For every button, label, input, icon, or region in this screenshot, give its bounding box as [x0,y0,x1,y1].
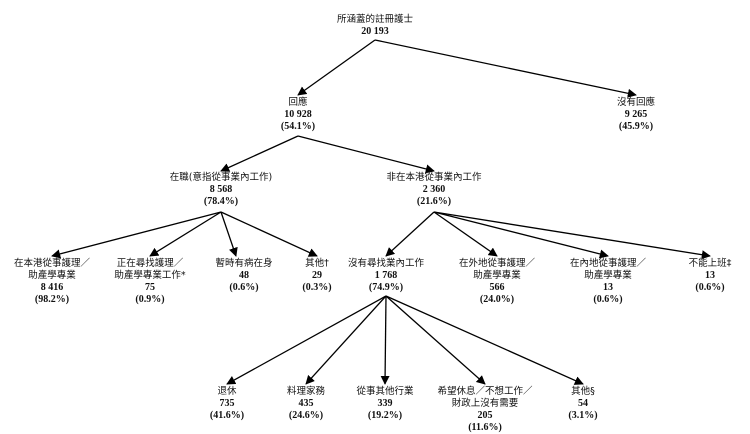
edge-not_seeking-to-rest [385,295,486,385]
node-sick-leave-label: 暫時有病在身 [215,258,273,269]
edge-root-to-responded [297,39,376,96]
node-no-response-label: 沒有回應 [616,97,656,108]
node-others-2: 其他§ 54 (3.1%) [568,386,597,422]
node-not-seeking-count: 1 768 [374,270,398,281]
edge-employed-to-seeking [149,211,222,257]
node-others-2-count: 54 [577,398,588,409]
node-employed-count: 8 568 [209,184,233,195]
node-unable: 不能上班‡ 13 (0.6%) [689,258,732,294]
edge-not_seeking-to-others2 [385,295,584,385]
node-rest-label2: 財政上沒有需要 [451,398,519,409]
node-rest-label1: 希望休息／不想工作／ [437,386,533,397]
node-mainland: 在內地從事護理／ 助產學專業 13 (0.6%) [570,258,646,306]
edge-employed-to-local_nursing [51,211,222,259]
node-sick-leave-count: 48 [238,270,249,281]
node-housework-pct: (24.6%) [288,410,324,421]
node-root: 所涵蓋的註冊護士 20 193 [337,14,413,38]
node-housework-label: 料理家務 [286,386,326,397]
node-responded-count: 10 928 [284,109,312,120]
node-other-industry-label: 從事其他行業 [356,386,414,397]
edge-not_seeking-to-retired [226,295,387,385]
node-seeking-count: 75 [144,282,155,293]
node-not-local-label: 非在本港從事業內工作 [386,172,482,183]
node-not-seeking: 沒有尋找業內工作 1 768 (74.9%) [348,258,424,294]
node-seeking-pct: (0.9%) [135,294,165,305]
node-overseas: 在外地從事護理／ 助產學專業 566 (24.0%) [459,258,535,306]
node-housework: 料理家務 435 (24.6%) [287,386,325,422]
node-others-1: 其他† 29 (0.3%) [302,258,331,294]
node-sick-leave-pct: (0.6%) [229,282,259,293]
node-unable-label: 不能上班‡ [688,258,732,269]
node-rest: 希望休息／不想工作／ 財政上沒有需要 205 (11.6%) [437,386,532,434]
node-local-nursing-label1: 在本港從事護理／ [13,258,91,269]
node-local-nursing-count: 8 416 [40,282,64,293]
node-sick-leave: 暫時有病在身 48 (0.6%) [215,258,272,294]
node-housework-count: 435 [298,398,314,409]
node-others-1-count: 29 [311,270,322,281]
node-unable-pct: (0.6%) [695,282,725,293]
connector-arrows [51,39,711,385]
node-employed-label: 在職(意指從事業內工作) [169,172,273,183]
edge-not_seeking-to-other_industry [380,295,390,385]
node-retired-count: 735 [219,398,235,409]
node-mainland-label1: 在內地從事護理／ [569,258,647,269]
node-not-local: 非在本港從事業內工作 2 360 (21.6%) [386,172,481,208]
node-not-local-pct: (21.6%) [416,196,452,207]
node-no-response-pct: (45.9%) [618,121,654,132]
edge-responded-to-employed [220,135,299,172]
node-employed-pct: (78.4%) [203,196,239,207]
node-responded-label: 回應 [288,97,308,108]
edge-not_local-to-unable [433,211,711,260]
edge-not_local-to-mainland [433,211,609,259]
node-not-seeking-pct: (74.9%) [368,282,404,293]
edge-responded-to-not_local [297,135,435,174]
edge-not_seeking-to-housework [305,295,387,385]
node-rest-pct: (11.6%) [468,422,502,433]
node-seeking: 正在尋找護理／ 助產學專業工作* 75 (0.9%) [114,258,185,306]
node-seeking-label2: 助產學專業工作* [114,270,186,281]
node-mainland-label2: 助產學專業 [584,270,632,281]
node-overseas-count: 566 [489,282,505,293]
node-others-1-label: 其他† [305,258,329,269]
edge-root-to-no_response [374,39,637,98]
node-mainland-pct: (0.6%) [593,294,623,305]
node-employed: 在職(意指從事業內工作) 8 568 (78.4%) [170,172,272,208]
node-local-nursing-pct: (98.2%) [34,294,70,305]
node-seeking-label1: 正在尋找護理／ [116,258,184,269]
node-no-response: 沒有回應 9 265 (45.9%) [617,97,655,133]
node-local-nursing: 在本港從事護理／ 助產學專業 8 416 (98.2%) [14,258,90,306]
edge-not_local-to-not_seeking [385,211,435,257]
node-mainland-count: 13 [602,282,613,293]
node-not-local-count: 2 360 [422,184,446,195]
node-no-response-count: 9 265 [624,109,648,120]
node-rest-count: 205 [477,410,493,421]
node-retired-pct: (41.6%) [209,410,245,421]
node-root-label: 所涵蓋的註冊護士 [336,14,414,25]
node-other-industry-count: 339 [377,398,393,409]
node-unable-count: 13 [704,270,715,281]
node-overseas-pct: (24.0%) [479,294,515,305]
edge-employed-to-others1 [220,211,318,257]
node-responded: 回應 10 928 (54.1%) [281,97,315,133]
node-other-industry: 從事其他行業 339 (19.2%) [356,386,413,422]
node-others-2-pct: (3.1%) [568,410,598,421]
node-overseas-label1: 在外地從事護理／ [458,258,536,269]
node-local-nursing-label2: 助產學專業 [28,270,76,281]
node-retired: 退休 735 (41.6%) [210,386,244,422]
node-others-1-pct: (0.3%) [302,282,332,293]
node-not-seeking-label: 沒有尋找業內工作 [347,258,425,269]
node-responded-pct: (54.1%) [280,121,316,132]
edge-not_local-to-overseas [433,211,498,257]
node-root-count: 20 193 [361,26,389,37]
node-others-2-label: 其他§ [571,386,595,397]
node-other-industry-pct: (19.2%) [367,410,403,421]
edge-employed-to-sick_leave [220,211,238,257]
node-overseas-label2: 助產學專業 [473,270,521,281]
node-retired-label: 退休 [217,386,237,397]
